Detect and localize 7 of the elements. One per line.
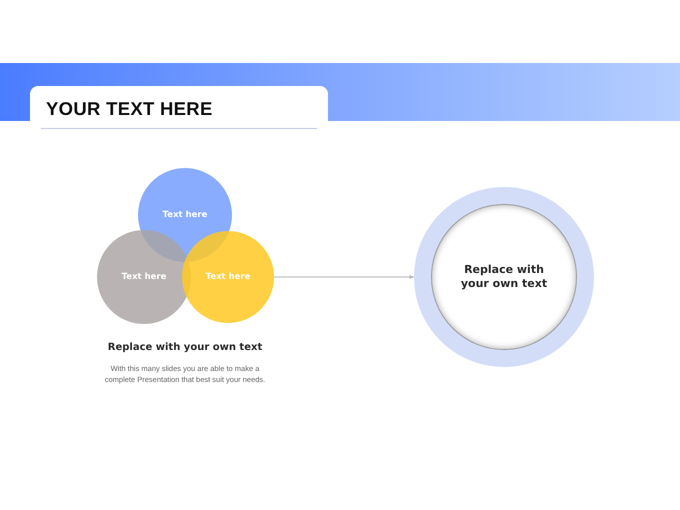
subheading: Replace with your own text bbox=[106, 342, 264, 353]
circle-label: Text here bbox=[206, 272, 250, 282]
circle-label: Replace with your own text bbox=[460, 263, 548, 291]
arrow bbox=[274, 275, 414, 279]
circle-label: Text here bbox=[162, 210, 208, 220]
circle-label: Text here bbox=[122, 272, 166, 282]
title: YOUR TEXT HERE bbox=[46, 98, 213, 120]
